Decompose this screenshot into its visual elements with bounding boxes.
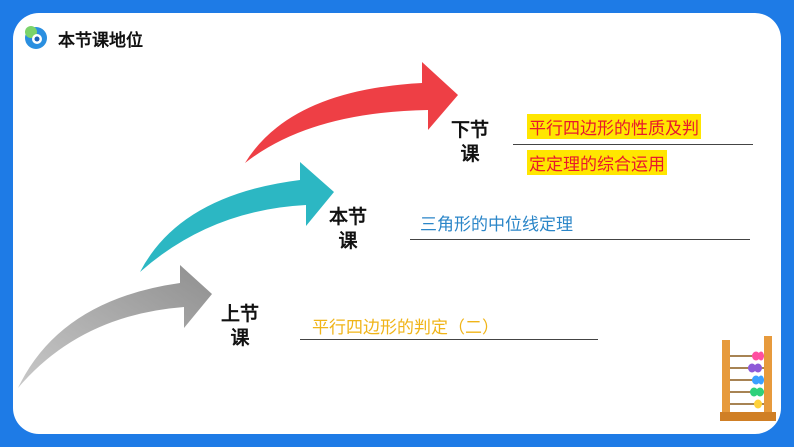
next-lesson-label: 下节 课 [444, 118, 496, 166]
current-lesson-label-line1: 本节 [328, 206, 367, 228]
current-lesson-underline [410, 239, 750, 240]
previous-lesson-label-line1: 上节 [220, 303, 259, 325]
current-lesson-topic: 三角形的中位线定理 [420, 215, 573, 235]
current-lesson-label-line2: 课 [338, 230, 358, 252]
next-lesson-arrow [245, 62, 458, 163]
previous-lesson-arrow [18, 265, 212, 388]
previous-lesson-label-line2: 课 [230, 327, 250, 349]
previous-lesson-underline [300, 339, 598, 340]
next-lesson-topic-line1: 平行四边形的性质及判 [527, 114, 701, 139]
next-lesson-label-line1: 下节 [450, 119, 489, 141]
previous-lesson-label: 上节 课 [214, 302, 266, 350]
section-header: 本节课地位 [22, 23, 143, 53]
next-lesson-topic-line2: 定定理的综合运用 [527, 150, 667, 175]
abacus-icon [720, 336, 776, 421]
next-lesson-label-line2: 课 [460, 143, 480, 165]
next-lesson-underline [513, 144, 753, 145]
current-lesson-label: 本节 课 [322, 205, 374, 253]
content-panel [13, 13, 781, 434]
presentation-logo-icon [25, 26, 47, 49]
previous-lesson-topic: 平行四边形的判定（二） [312, 318, 499, 338]
page-title: 本节课地位 [58, 30, 143, 51]
current-lesson-arrow [140, 162, 334, 272]
